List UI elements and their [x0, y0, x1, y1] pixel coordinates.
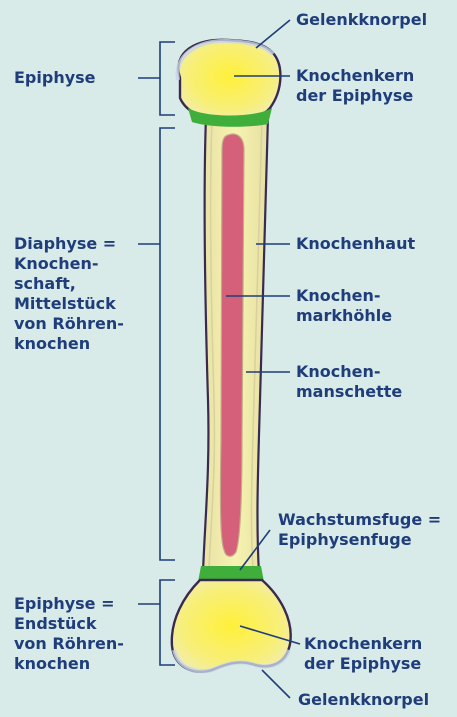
label-knochenmarkhoehle: Knochen- markhöhle [296, 286, 392, 326]
marrow-cavity [220, 134, 244, 556]
label-gelenkknorpel-bottom: Gelenkknorpel [298, 690, 429, 710]
label-diaphyse: Diaphyse = Knochen- schaft, Mittelstück … [14, 234, 124, 354]
label-epiphyse-top: Epiphyse [14, 68, 96, 88]
label-gelenkknorpel-top: Gelenkknorpel [296, 10, 427, 30]
label-knochenmanschette: Knochen- manschette [296, 362, 402, 402]
label-epiphyse-bottom: Epiphyse = Endstück von Röhren- knochen [14, 594, 124, 674]
top-epiphysis [178, 40, 280, 121]
label-knochenhaut: Knochenhaut [296, 234, 415, 254]
label-wachstumsfuge: Wachstumsfuge = Epiphysenfuge [278, 510, 441, 550]
bottom-epiphysis [172, 580, 291, 672]
label-knochenkern-top: Knochenkern der Epiphyse [296, 66, 414, 106]
label-knochenkern-bottom: Knochenkern der Epiphyse [304, 634, 422, 674]
